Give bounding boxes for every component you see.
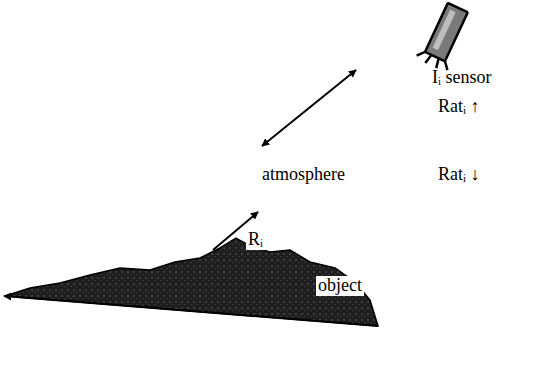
reflectance-label: Rᵢ [246, 230, 265, 250]
radiance-label: Ratᵢ ↓ [438, 165, 479, 185]
atmosphere-label: atmosphere [262, 165, 345, 185]
sensor-label: Iᵢ sensor [432, 68, 491, 88]
radiance-label: Ratᵢ ↑ [438, 97, 479, 117]
sensor-icon [415, 0, 473, 72]
object-label: object [316, 276, 364, 296]
baseline-arrow [4, 296, 378, 326]
terrain-shape [5, 238, 378, 326]
double-arrow [262, 70, 356, 146]
